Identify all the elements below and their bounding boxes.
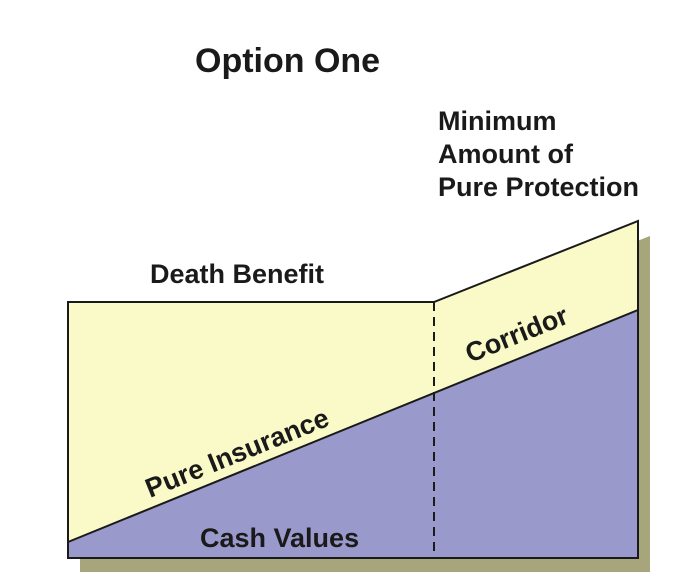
diagram-title: Option One bbox=[195, 42, 380, 80]
cash-values-region bbox=[68, 310, 638, 558]
pure-insurance-region bbox=[68, 221, 638, 542]
minimum-label-line3: Pure Protection bbox=[438, 172, 639, 202]
minimum-label-line2: Amount of bbox=[438, 139, 574, 169]
death-benefit-label: Death Benefit bbox=[150, 259, 324, 289]
cash-values-label: Cash Values bbox=[200, 523, 359, 553]
diagram-outline bbox=[67, 219, 639, 559]
minimum-label-line1: Minimum bbox=[438, 106, 557, 136]
cash-value-line bbox=[67, 309, 639, 543]
